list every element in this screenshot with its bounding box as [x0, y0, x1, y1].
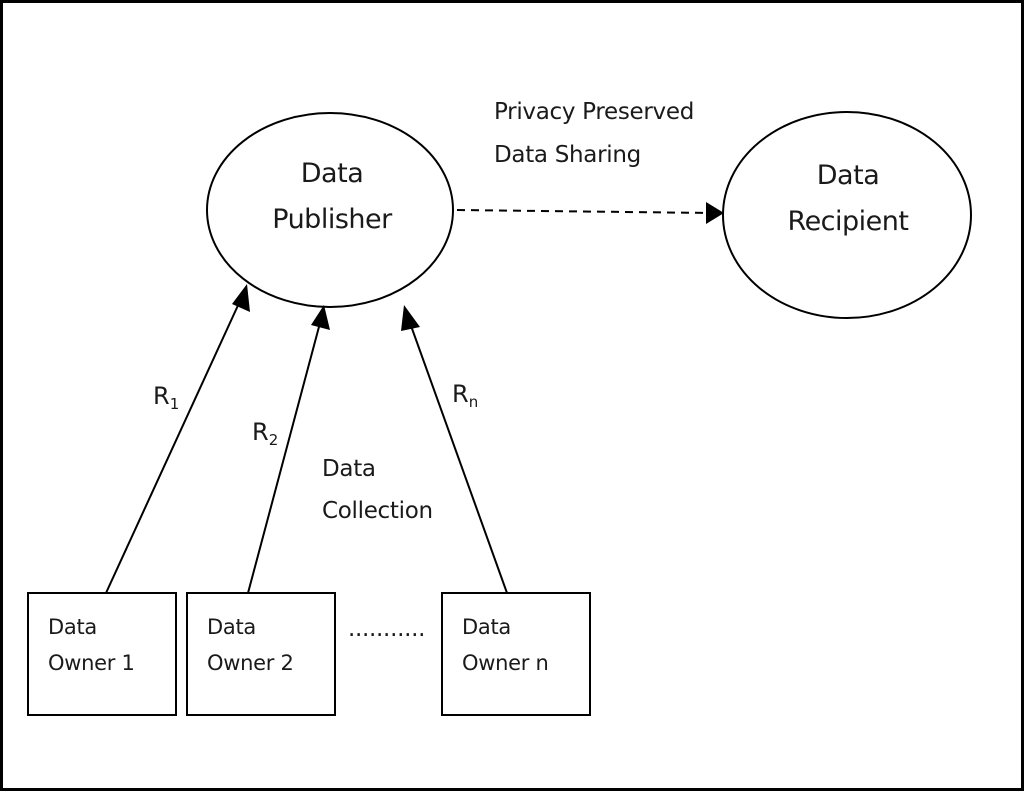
- sharing-label-line1: Privacy Preserved: [494, 99, 694, 125]
- sharing-arrow: [456, 209, 713, 214]
- data-publisher-node: [206, 112, 454, 308]
- owner-2-label-line2: Owner 2: [207, 651, 294, 675]
- sharing-arrowhead: [706, 202, 724, 224]
- publisher-label-line1: Data: [301, 158, 363, 189]
- owner-1-label-line2: Owner 1: [48, 651, 135, 675]
- collection-arrowhead-2: [311, 305, 330, 330]
- publisher-label-line2: Publisher: [272, 204, 393, 235]
- data-owner-n-box: [441, 592, 591, 716]
- collection-arrowhead-1: [232, 284, 250, 312]
- owner-1-label-line1: Data: [48, 615, 97, 639]
- recipient-label-line1: Data: [817, 160, 879, 191]
- data-recipient-node: [722, 111, 972, 319]
- recipient-label-line2: Recipient: [788, 206, 909, 237]
- collection-arrow-n: [409, 322, 508, 594]
- record-label-n: Rn: [452, 380, 478, 411]
- owner-2-label-line1: Data: [207, 615, 256, 639]
- owner-n-label-line1: Data: [462, 615, 511, 639]
- collection-arrowhead-n: [401, 305, 420, 331]
- collection-label-line1: Data: [322, 456, 376, 482]
- collection-arrow-1: [105, 300, 241, 594]
- owner-n-label-line2: Owner n: [462, 651, 548, 675]
- collection-arrow-2: [247, 322, 321, 594]
- data-owner-2-box: [186, 592, 336, 716]
- data-owner-1-box: [27, 592, 177, 716]
- owner-ellipsis: ...........: [348, 616, 425, 642]
- collection-label-line2: Collection: [322, 498, 433, 524]
- sharing-label-line2: Data Sharing: [494, 142, 641, 168]
- record-label-2: R2: [252, 418, 278, 449]
- record-label-1: R1: [153, 382, 179, 413]
